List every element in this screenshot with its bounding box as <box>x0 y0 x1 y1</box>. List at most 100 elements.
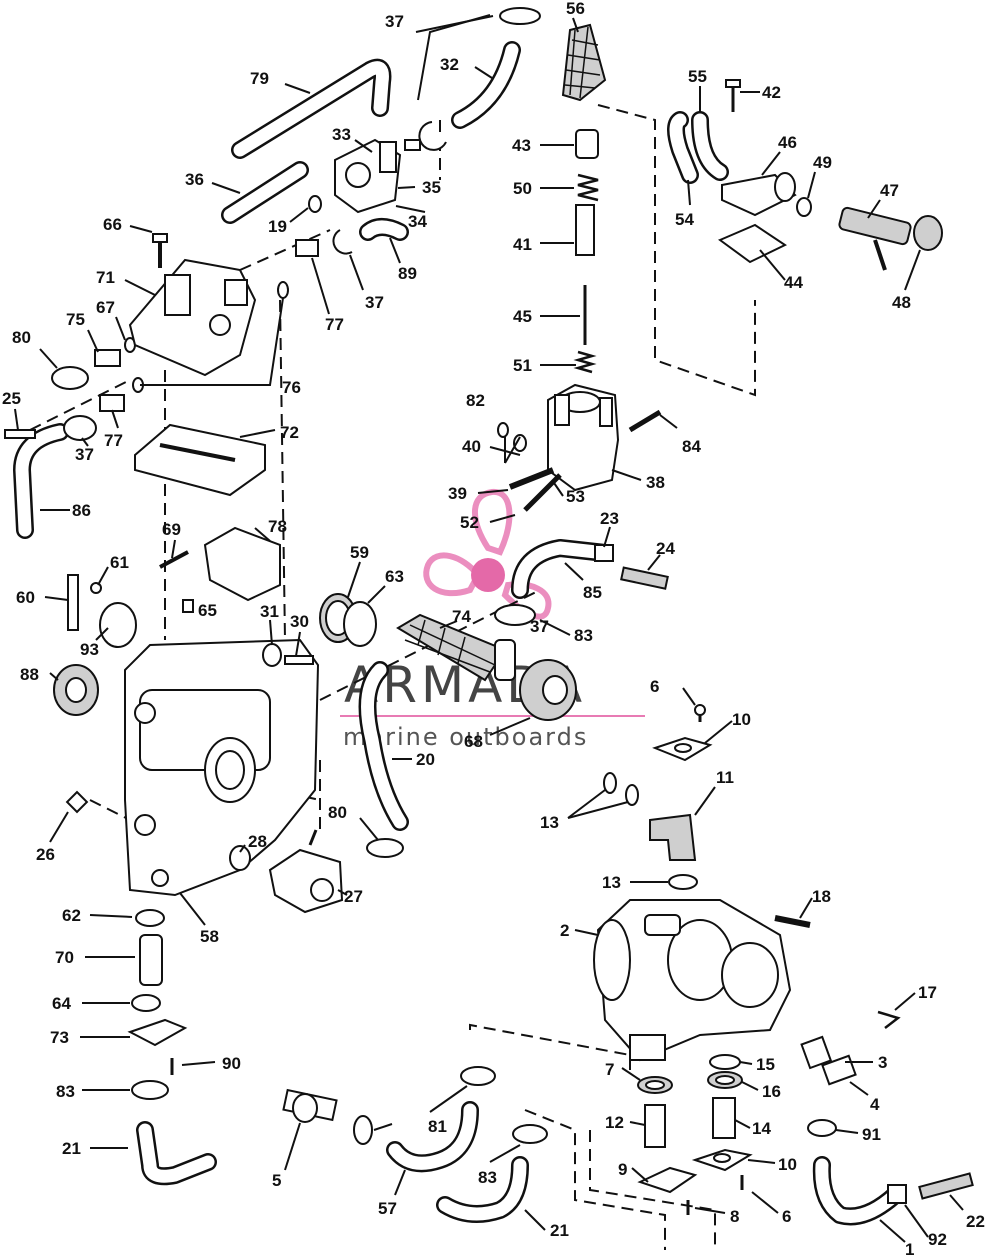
callout-label: 32 <box>440 55 459 74</box>
callout-label: 10 <box>732 710 751 729</box>
callout-label: 49 <box>813 153 832 172</box>
callout-label: 80 <box>12 328 31 347</box>
callout-label: 17 <box>918 983 937 1002</box>
callout-label: 47 <box>880 181 899 200</box>
callout-label: 19 <box>268 217 287 236</box>
callout-label: 77 <box>104 431 123 450</box>
callout-label: 41 <box>513 235 532 254</box>
callout-label: 83 <box>56 1082 75 1101</box>
callout-label: 42 <box>762 83 781 102</box>
callout-label: 63 <box>385 567 404 586</box>
callout-label: 82 <box>466 391 485 410</box>
callout-label: 13 <box>602 873 621 892</box>
callout-label: 25 <box>2 389 21 408</box>
callout-label: 88 <box>20 665 39 684</box>
callout-label: 39 <box>448 484 467 503</box>
callout-label: 83 <box>574 626 593 645</box>
callout-label: 44 <box>784 273 803 292</box>
callout-label: 37 <box>385 12 404 31</box>
callout-label: 21 <box>550 1221 569 1240</box>
callout-label: 52 <box>460 513 479 532</box>
callout-label: 15 <box>756 1055 775 1074</box>
callout-label: 58 <box>200 927 219 946</box>
callout-label: 50 <box>513 179 532 198</box>
callout-label: 92 <box>928 1230 947 1249</box>
callout-label: 89 <box>398 264 417 283</box>
callout-label: 85 <box>583 583 602 602</box>
callout-label: 57 <box>378 1199 397 1218</box>
leader-lines <box>14 14 964 1243</box>
callout-label: 71 <box>96 268 115 287</box>
callout-label: 61 <box>110 553 129 572</box>
callout-label: 45 <box>513 307 532 326</box>
callout-label: 64 <box>52 994 71 1013</box>
callout-label: 27 <box>344 887 363 906</box>
callout-label: 26 <box>36 845 55 864</box>
callout-label: 59 <box>350 543 369 562</box>
callout-label: 40 <box>462 437 481 456</box>
watermark-logo: ARMADA marine outboards <box>340 488 645 751</box>
callout-label: 5 <box>272 1171 281 1190</box>
callout-label: 20 <box>416 750 435 769</box>
callout-label: 91 <box>862 1125 881 1144</box>
callout-label: 6 <box>650 677 659 696</box>
callout-label: 83 <box>478 1168 497 1187</box>
callout-label: 30 <box>290 612 309 631</box>
callout-label: 37 <box>365 293 384 312</box>
callout-label: 70 <box>55 948 74 967</box>
callout-label: 74 <box>452 607 471 626</box>
callout-label: 46 <box>778 133 797 152</box>
callout-label: 60 <box>16 588 35 607</box>
callout-label: 77 <box>325 315 344 334</box>
callout-label: 10 <box>778 1155 797 1174</box>
callout-label: 62 <box>62 906 81 925</box>
callout-label: 51 <box>513 356 532 375</box>
callout-label: 21 <box>62 1139 81 1158</box>
parts <box>4 7 974 1215</box>
callout-label: 1 <box>905 1240 914 1259</box>
callout-label: 56 <box>566 0 585 18</box>
callout-label: 80 <box>328 803 347 822</box>
callout-label: 16 <box>762 1082 781 1101</box>
callout-label: 86 <box>72 501 91 520</box>
callout-label: 43 <box>512 136 531 155</box>
callout-label: 31 <box>260 602 279 621</box>
callout-label: 79 <box>250 69 269 88</box>
callout-label: 36 <box>185 170 204 189</box>
callout-label: 76 <box>282 378 301 397</box>
callout-label: 28 <box>248 832 267 851</box>
callout-label: 66 <box>103 215 122 234</box>
callout-label: 78 <box>268 517 287 536</box>
callout-label: 81 <box>428 1117 447 1136</box>
callout-label: 75 <box>66 310 85 329</box>
callout-label: 55 <box>688 67 707 86</box>
callout-label: 34 <box>408 212 427 231</box>
callout-label: 2 <box>560 921 569 940</box>
callout-label: 67 <box>96 298 115 317</box>
callout-label: 23 <box>600 509 619 528</box>
callout-label: 8 <box>730 1207 739 1226</box>
callout-label: 90 <box>222 1054 241 1073</box>
callout-label: 4 <box>870 1095 880 1114</box>
callout-label: 11 <box>716 768 734 787</box>
callout-label: 3 <box>878 1053 887 1072</box>
callout-label: 84 <box>682 437 701 456</box>
callout-label: 37 <box>530 617 549 636</box>
callout-label: 38 <box>646 473 665 492</box>
callout-label: 68 <box>464 732 483 751</box>
callout-label: 93 <box>80 640 99 659</box>
callout-label: 6 <box>782 1207 791 1226</box>
callout-label: 18 <box>812 887 831 906</box>
callout-label: 12 <box>605 1113 624 1132</box>
hoses <box>13 41 904 1226</box>
callout-label: 69 <box>162 520 181 539</box>
callout-label: 37 <box>75 445 94 464</box>
watermark-tagline: marine outboards <box>343 723 588 751</box>
callout-label: 53 <box>566 487 585 506</box>
callout-label: 72 <box>280 423 299 442</box>
callout-label: 24 <box>656 539 675 558</box>
callout-label: 13 <box>540 813 559 832</box>
callout-label: 14 <box>752 1119 771 1138</box>
